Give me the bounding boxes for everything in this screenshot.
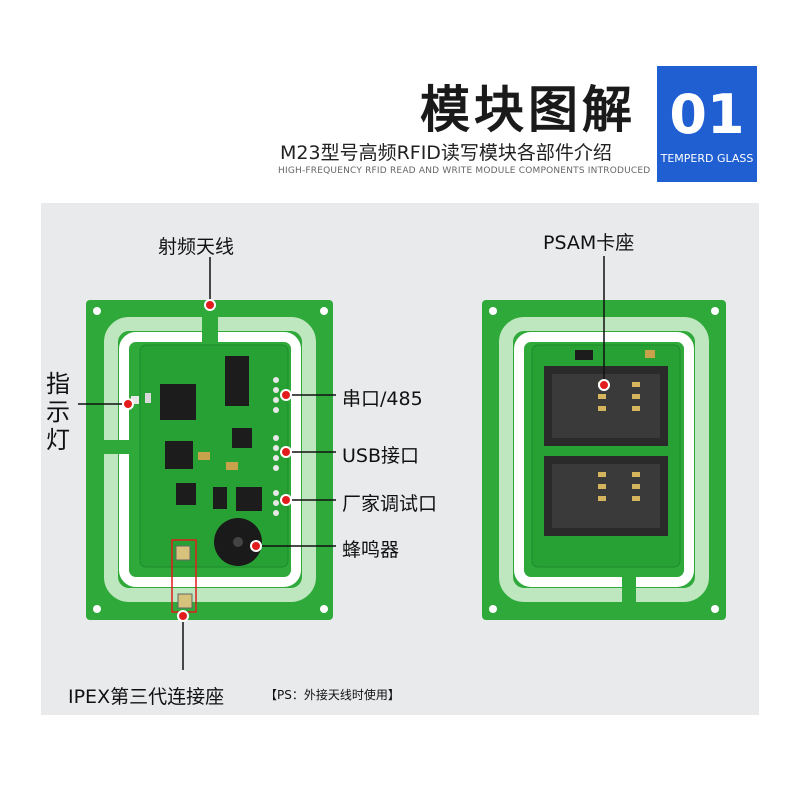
label-usb: USB接口 [342,445,420,467]
label-ipex: IPEX第三代连接座 [68,686,225,708]
page-subtitle: M23型号高频RFID读写模块各部件介绍 [280,142,612,164]
label-indicator: 指示灯 [46,370,70,454]
label-buzzer: 蜂鸣器 [342,539,400,561]
badge-text: TEMPERD GLASS [660,152,754,165]
left-pcb-board [86,300,333,620]
badge: 01 TEMPERD GLASS [657,66,757,182]
label-psam: PSAM卡座 [543,232,635,254]
annotation-dots [122,299,610,622]
label-debug: 厂家调试口 [342,493,438,515]
label-serial: 串口/485 [342,388,423,410]
page-title: 模块图解 [420,81,636,139]
label-antenna: 射频天线 [158,236,235,258]
badge-number: 01 [669,83,745,146]
right-pcb-board [482,300,726,620]
label-ipex-note: 【PS：外接天线时使用】 [265,688,400,702]
page-tagline: HIGH-FREQUENCY RFID READ AND WRITE MODUL… [278,166,651,176]
annotation-lines [78,256,605,670]
